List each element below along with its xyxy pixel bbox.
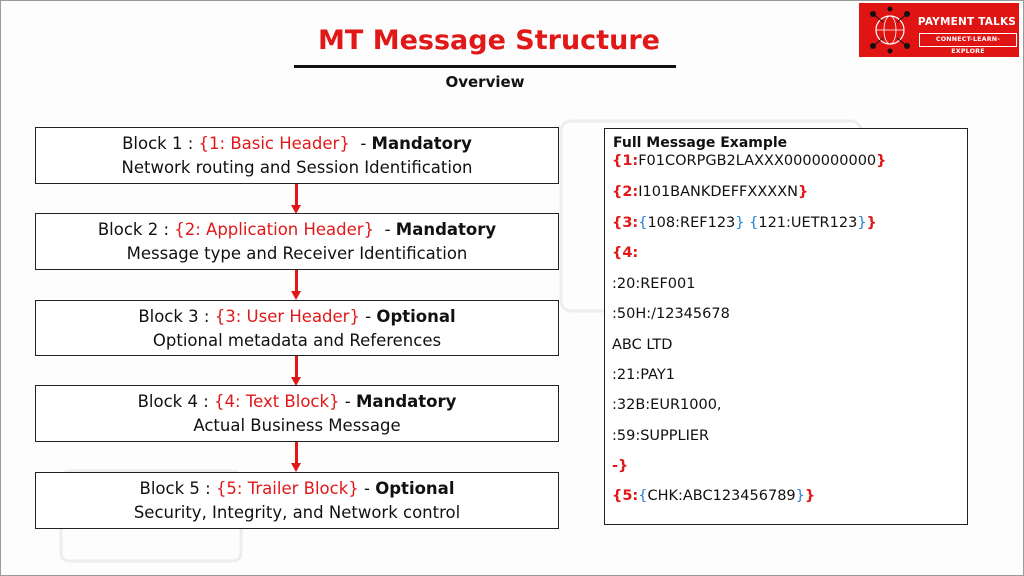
block-2-box: Block 2 : {2: Application Header} - Mand… [35,213,559,270]
example-b5-open: {5: [612,488,639,504]
block-5-tag: {5: Trailer Block} [215,479,359,498]
example-b5-close: } [804,488,816,504]
example-b4-line: :32B:EUR1000, [612,397,722,413]
block-2-tag: {2: Application Header} [174,220,375,239]
block-3-box: Block 3 : {3: User Header} - Optional Op… [35,300,559,356]
example-block-5-line: {5:{CHK:ABC123456789}} [612,488,815,504]
block-3-separator: - [359,307,377,326]
example-b4-line: :21:PAY1 [612,367,675,383]
example-b3-field1-open: { [638,215,648,231]
example-b4-close: -} [612,458,629,474]
block-4-separator: - [339,392,357,411]
example-block-4-close: -} [612,458,628,474]
block-4-status: Mandatory [356,392,457,411]
block-2-description: Message type and Receiver Identification [126,244,468,263]
example-b4-open: {4: [612,245,639,261]
example-b2-close: } [797,184,809,200]
block-4-prefix: Block 4 : [137,392,215,411]
arrow-3-to-4 [291,356,302,386]
example-b3-open: {3: [612,215,639,231]
example-b4-line: :59:SUPPLIER [612,428,710,444]
block-3-tag: {3: User Header} [214,307,360,326]
arrow-4-to-5 [291,442,302,472]
example-b1-close: } [876,153,887,169]
example-b3-field1-close: } [735,215,745,231]
arrow-1-to-2 [291,184,302,214]
example-b5-field-close: } [795,488,805,504]
block-2-separator: - [374,220,396,239]
full-message-example-panel: Full Message Example {1:F01CORPGB2LAXXX0… [604,128,968,525]
example-b3-close: } [866,215,877,231]
block-5-separator: - [358,479,376,498]
example-title: Full Message Example [613,135,788,151]
block-1-tag: {1: Basic Header} [198,134,350,153]
example-block-3-line: {3:{108:REF123} {121:UETR123}} [612,215,877,231]
block-1-heading: Block 1 : {1: Basic Header} - Mandatory [36,132,558,156]
block-4-description: Actual Business Message [193,416,401,435]
block-4-box: Block 4 : {4: Text Block} - Mandatory Ac… [35,385,559,442]
block-2-heading: Block 2 : {2: Application Header} - Mand… [36,218,558,242]
example-b5-field-open: { [638,488,648,504]
block-2-prefix: Block 2 : [97,220,175,239]
block-5-status: Optional [375,479,455,498]
block-3-description: Optional metadata and References [152,331,442,350]
title-underline [294,65,676,68]
payment-talks-logo: PAYMENT TALKS CONNECT-LEARN-EXPLORE [859,3,1019,57]
example-b4-line: :20:REF001 [612,276,696,292]
block-1-separator: - [349,134,372,153]
page-subtitle: Overview [445,73,525,91]
block-5-description: Security, Integrity, and Network control [133,503,461,522]
example-b2-body: I101BANKDEFFXXXXN [638,184,798,200]
block-4-tag: {4: Text Block} [214,392,340,411]
block-1-box: Block 1 : {1: Basic Header} - Mandatory … [35,127,559,184]
logo-name: PAYMENT TALKS [917,16,1017,28]
example-block-2-line: {2:I101BANKDEFFXXXXN} [612,184,808,200]
example-b3-field2: 121:UETR123 [758,215,858,231]
example-block-4-open: {4: [612,245,638,261]
block-3-prefix: Block 3 : [138,307,215,326]
example-block-1-line: {1:F01CORPGB2LAXXX0000000000} [612,153,887,169]
example-b1-body: F01CORPGB2LAXXX0000000000 [638,153,877,169]
block-5-prefix: Block 5 : [139,479,216,498]
block-1-prefix: Block 1 : [122,134,199,153]
example-b3-field2-close: } [857,215,867,231]
example-b4-line: ABC LTD [612,337,673,353]
example-b4-line: :50H:/12345678 [612,306,730,322]
block-3-status: Optional [376,307,456,326]
logo-tagline: CONNECT-LEARN-EXPLORE [919,33,1017,55]
arrow-2-to-3 [291,270,302,300]
block-1-status: Mandatory [371,134,472,153]
block-1-description: Network routing and Session Identificati… [121,158,473,177]
block-5-box: Block 5 : {5: Trailer Block} - Optional … [35,472,559,529]
example-b3-field2-open: { [749,215,759,231]
example-b5-field: CHK:ABC123456789 [647,488,796,504]
block-3-heading: Block 3 : {3: User Header} - Optional [36,305,558,329]
example-b1-open: {1: [612,153,639,169]
block-5-heading: Block 5 : {5: Trailer Block} - Optional [36,477,558,501]
page-title: MT Message Structure [318,25,660,56]
globe-network-emblem-icon [870,6,910,54]
block-2-status: Mandatory [395,220,497,239]
example-b3-field1: 108:REF123 [647,215,736,231]
block-4-heading: Block 4 : {4: Text Block} - Mandatory [36,390,558,414]
example-b2-open: {2: [612,184,639,200]
